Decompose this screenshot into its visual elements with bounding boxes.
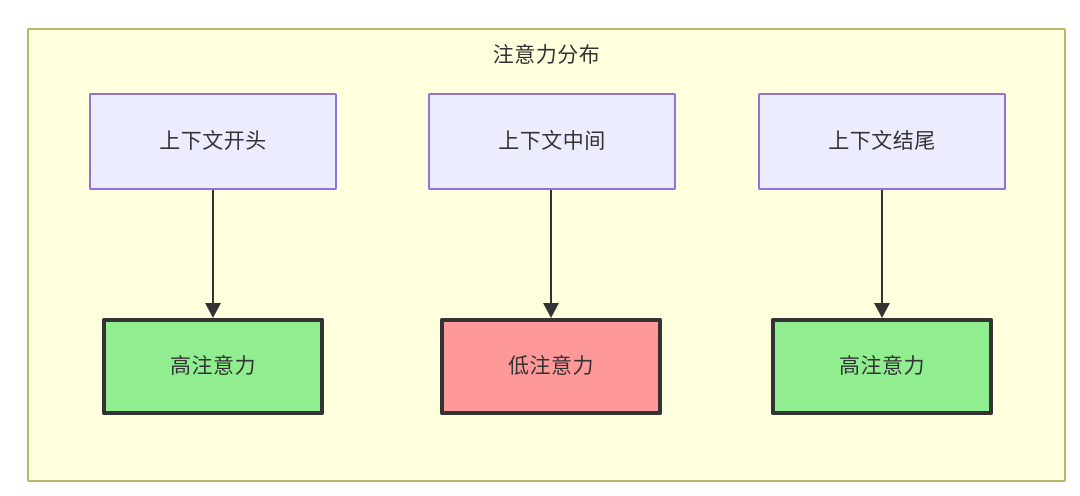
node-attn-high-start-label: 高注意力 bbox=[170, 355, 256, 378]
node-ctx-end[interactable]: 上下文结尾 bbox=[758, 93, 1006, 190]
node-attn-low-middle-label: 低注意力 bbox=[508, 355, 594, 378]
node-ctx-start[interactable]: 上下文开头 bbox=[89, 93, 337, 190]
node-ctx-middle-label: 上下文中间 bbox=[498, 130, 606, 153]
node-ctx-end-label: 上下文结尾 bbox=[828, 130, 936, 153]
node-ctx-middle[interactable]: 上下文中间 bbox=[428, 93, 676, 190]
node-attn-high-end[interactable]: 高注意力 bbox=[771, 318, 993, 415]
node-attn-high-end-label: 高注意力 bbox=[839, 355, 925, 378]
diagram-title: 注意力分布 bbox=[492, 44, 601, 67]
node-attn-low-middle[interactable]: 低注意力 bbox=[440, 318, 662, 415]
node-attn-high-start[interactable]: 高注意力 bbox=[102, 318, 324, 415]
node-ctx-start-label: 上下文开头 bbox=[159, 130, 267, 153]
